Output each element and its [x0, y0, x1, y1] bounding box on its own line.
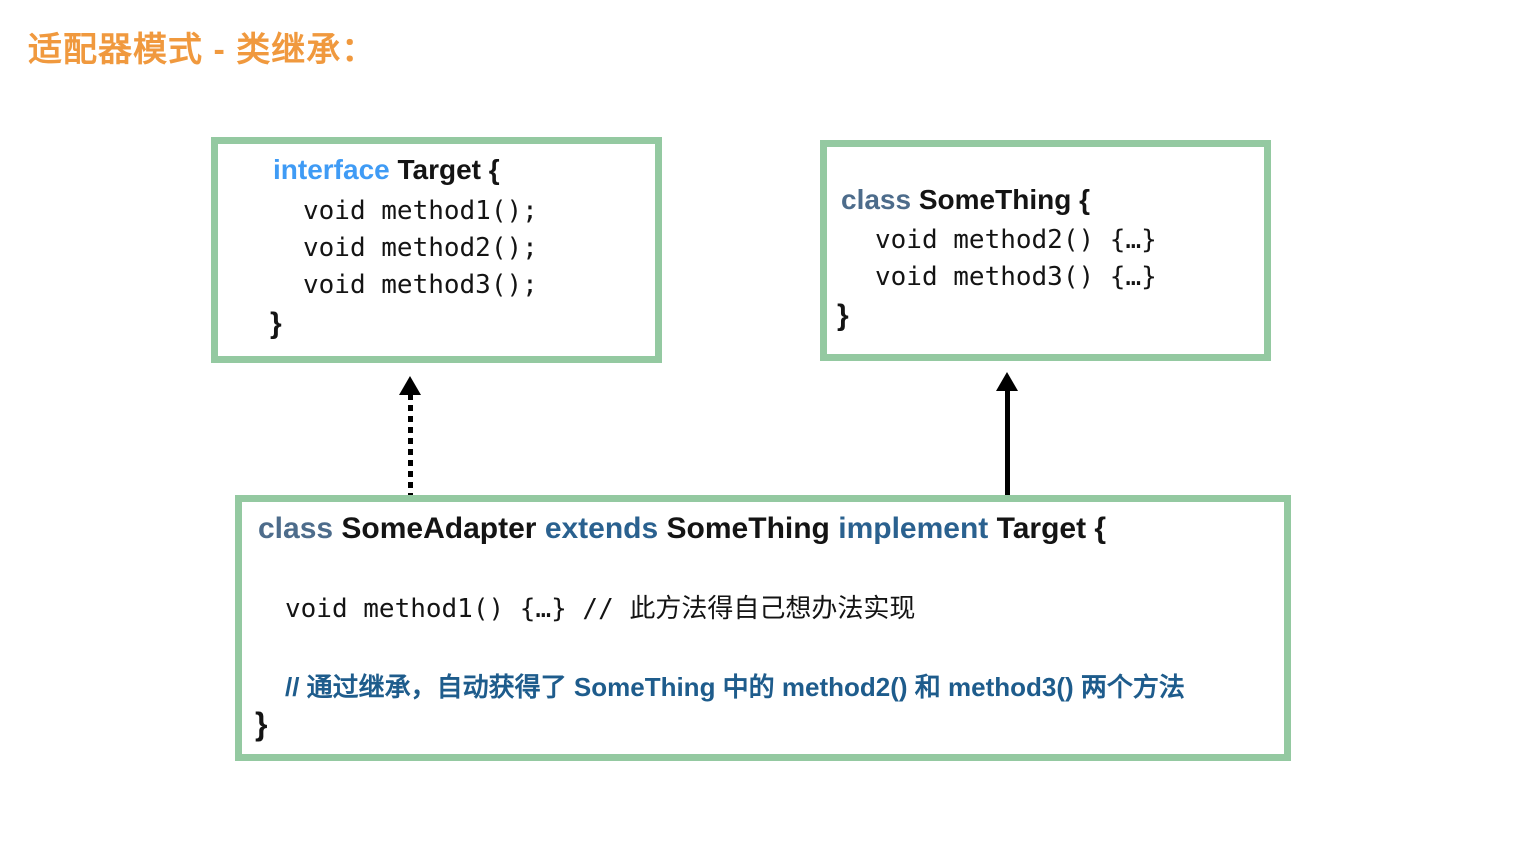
target-member-method1: void method1(); [303, 196, 538, 226]
target-member-list: void method1(); void method2(); void met… [303, 193, 655, 304]
target-box-header: interface Target { [273, 153, 655, 187]
adapter-inheritance-comment: // 通过继承，自动获得了 SomeThing 中的 method2() 和 m… [285, 672, 1185, 702]
arrowhead-up-icon [996, 372, 1018, 391]
page-title: 适配器模式 - 类继承： [28, 31, 377, 69]
solid-line [1004, 390, 1010, 495]
adapter-parent-name: SomeThing [666, 512, 830, 545]
target-member-method2: void method2(); [303, 233, 538, 263]
adapter-class-box: class SomeAdapter extends SomeThing impl… [235, 495, 1291, 761]
something-box-header: class SomeThing { [841, 183, 1264, 217]
adapter-interface-name: Target { [996, 512, 1107, 545]
implements-arrow [398, 376, 422, 495]
extends-arrow [995, 372, 1019, 495]
keyword-interface: interface [273, 154, 390, 185]
something-member-list: void method2() {…} void method3() {…} [875, 222, 1264, 296]
arrowhead-up-icon [399, 376, 421, 395]
something-class-box: class SomeThing { void method2() {…} voi… [820, 140, 1271, 361]
something-closing-brace: } [837, 299, 849, 332]
adapter-box-header: class SomeAdapter extends SomeThing impl… [258, 512, 1284, 546]
target-interface-name: Target { [397, 154, 500, 185]
keyword-class: class [841, 184, 912, 215]
adapter-method1-code-line: void method1() {…} // 此方法得自己想办法实现 [285, 594, 916, 624]
keyword-class: class [258, 512, 334, 545]
something-class-name: SomeThing { [918, 184, 1090, 215]
target-member-method3: void method3(); [303, 270, 538, 300]
target-interface-box: interface Target { void method1(); void … [211, 137, 662, 363]
something-member-method2: void method2() {…} [875, 225, 1157, 255]
dashed-line [407, 394, 413, 495]
target-closing-brace: } [270, 307, 282, 340]
keyword-extends: extends [544, 512, 659, 545]
adapter-class-name: SomeAdapter [341, 512, 537, 545]
something-member-method3: void method3() {…} [875, 262, 1157, 292]
keyword-implement: implement [838, 512, 989, 545]
adapter-closing-brace: } [255, 706, 268, 742]
